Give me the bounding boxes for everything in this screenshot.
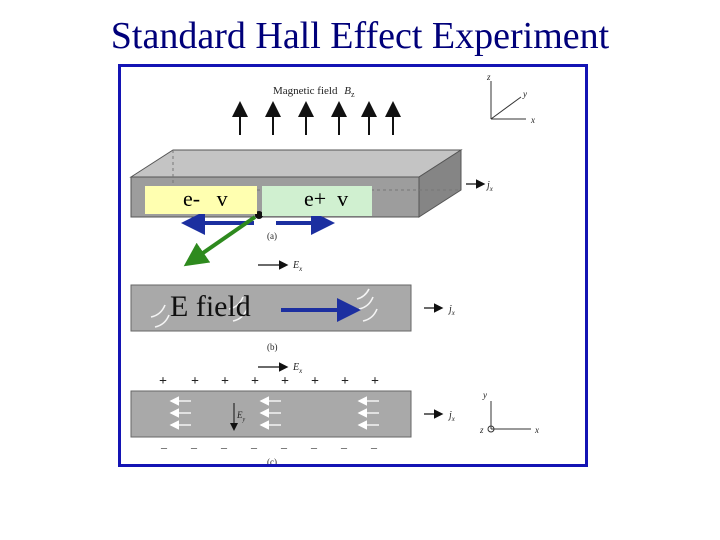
ex-subscript-b: x xyxy=(298,265,303,273)
current-subscript-c: x xyxy=(451,415,456,423)
axes-3d-icon xyxy=(490,81,526,120)
slide-title: Standard Hall Effect Experiment xyxy=(110,15,610,57)
efield-label: E field xyxy=(170,290,251,323)
positive-charge-row: + + + + + + + + xyxy=(159,374,379,389)
plus-charge: + xyxy=(281,374,289,389)
plus-charge: + xyxy=(341,374,349,389)
svg-text:jx: jx xyxy=(447,410,456,423)
minus-charge: – xyxy=(250,440,258,454)
ex-label-c: E xyxy=(292,362,299,373)
current-label-a: j xyxy=(485,180,490,191)
axis-y-label: y xyxy=(522,89,527,99)
minus-charge: – xyxy=(370,440,378,454)
negative-charge-row: – – – – – – – – xyxy=(160,440,378,454)
plus-charge: + xyxy=(251,374,259,389)
charge-origin-dot xyxy=(255,211,263,219)
conductor-slab-c xyxy=(130,390,412,438)
minus-charge: – xyxy=(310,440,318,454)
minus-charge: – xyxy=(340,440,348,454)
ey-label: E xyxy=(236,410,243,420)
svg-text:Magnetic field Bz: Magnetic field Bz xyxy=(273,85,355,99)
axis-z-label: z xyxy=(486,72,491,82)
panel-c-label: (c) xyxy=(267,457,277,467)
minus-charge: – xyxy=(160,440,168,454)
plus-charge: + xyxy=(311,374,319,389)
svg-text:jx: jx xyxy=(485,180,494,193)
figure-frame: Magnetic field Bz z y x xyxy=(118,64,588,467)
drift-arrows-c xyxy=(169,396,379,430)
svg-text:jx: jx xyxy=(447,304,456,317)
magnetic-field-subscript: z xyxy=(351,90,355,99)
axis-x-label-c: x xyxy=(534,425,539,435)
minus-charge: – xyxy=(190,440,198,454)
magnetic-field-label: Magnetic field xyxy=(273,85,338,97)
svg-text:Ex: Ex xyxy=(292,260,303,273)
minus-charge: – xyxy=(280,440,288,454)
deflection-arrow xyxy=(183,215,257,267)
magnetic-field-arrows xyxy=(232,101,401,135)
hall-effect-figure: Magnetic field Bz z y x xyxy=(129,72,539,467)
panel-b-label: (b) xyxy=(267,342,278,352)
svg-text:Ey: Ey xyxy=(236,410,246,423)
current-label-b: j xyxy=(447,304,452,315)
ey-subscript: y xyxy=(242,417,246,423)
plus-charge: + xyxy=(371,374,379,389)
panel-a-label: (a) xyxy=(267,231,277,241)
magnetic-field-symbol: B xyxy=(344,85,351,97)
current-subscript-a: x xyxy=(489,185,494,193)
current-subscript-b: x xyxy=(451,309,456,317)
axis-z-label-c: z xyxy=(479,425,484,435)
plus-charge: + xyxy=(221,374,229,389)
svg-text:Ex: Ex xyxy=(292,362,303,375)
minus-charge: – xyxy=(220,440,228,454)
hole-velocity-label: e+ v xyxy=(262,186,372,216)
plus-charge: + xyxy=(191,374,199,389)
axes-2d-icon xyxy=(487,401,531,433)
electron-velocity-label: e- v xyxy=(145,186,257,214)
current-label-c: j xyxy=(447,410,452,421)
axis-x-label: x xyxy=(530,115,535,125)
axis-y-label-c: y xyxy=(482,390,487,400)
ex-label-b: E xyxy=(292,260,299,271)
ex-subscript-c: x xyxy=(298,367,303,375)
plus-charge: + xyxy=(159,374,167,389)
